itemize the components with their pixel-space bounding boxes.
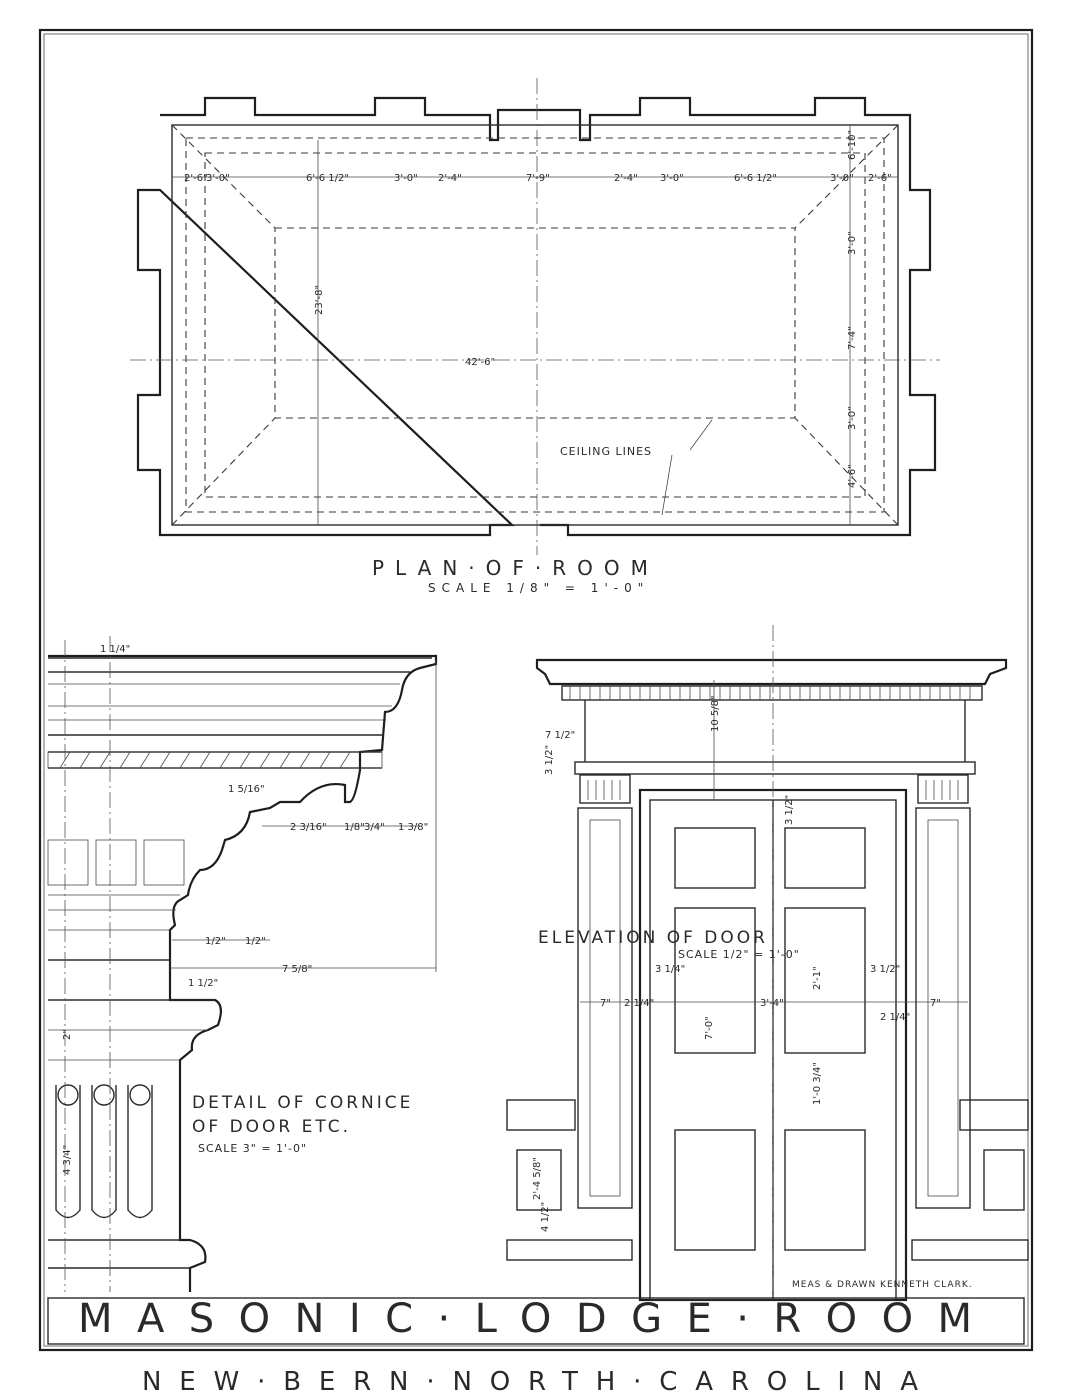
plan-dim-top-11: 2'-6"	[868, 173, 892, 184]
cornice-dim-5: 3/4"	[364, 822, 385, 833]
plan-dim-top-3: 6'-6 1/2"	[306, 173, 349, 184]
door-panel	[674, 827, 756, 889]
plan-dim-top-2: 3'-0"	[206, 173, 230, 184]
door-dim-12: 2 1/4"	[880, 1012, 910, 1023]
ceiling-lines-label: CEILING LINES	[560, 445, 652, 458]
plan-of-room: 2'-6" 3'-0" 6'-6 1/2" 3'-0" 2'-4" 7'-9" …	[130, 78, 940, 595]
ceiling-line-mid	[204, 152, 866, 498]
plan-dim-right-5: 6'-10"	[847, 130, 858, 160]
cornice-profile	[48, 654, 438, 1292]
door-dim-13: 7"	[930, 998, 941, 1009]
plan-dim-top-8: 3'-0"	[660, 173, 684, 184]
door-dim-1: 7 1/2"	[545, 730, 575, 741]
door-panel	[784, 907, 866, 1054]
cornice-dim-1: 1 1/4"	[100, 644, 130, 655]
door-panel	[674, 907, 756, 1054]
plan-dim-top-4: 3'-0"	[394, 173, 418, 184]
title-line2: NEW·BERN·NORTH·CAROLINA	[142, 1367, 932, 1397]
door-elevation: 7 1/2" 10 5/8" 3 1/2" 3 1/2" 3 1/4" 3 1/…	[506, 625, 1029, 1302]
plan-dim-top-10: 3'-0"	[830, 173, 854, 184]
cornice-dim-10: 1/2"	[245, 936, 266, 947]
cornice-dim-3: 2 3/16"	[290, 822, 327, 833]
door-dim-9: 7'-0"	[704, 1016, 715, 1040]
left-pilaster	[577, 807, 633, 1209]
cornice-dim-4: 1/8"	[344, 822, 365, 833]
door-panel	[674, 1129, 756, 1251]
door-dim-6: 3 1/2"	[870, 964, 900, 975]
door-dim-15: 2'-4 5/8"	[532, 1157, 543, 1200]
plan-dim-top-9: 6'-6 1/2"	[734, 173, 777, 184]
door-panel	[784, 1129, 866, 1251]
door-dim-8: 2 1/4"	[624, 998, 654, 1009]
door-dim-11: 2'-1"	[812, 966, 823, 990]
plan-dim-right-2: 7'-4"	[847, 326, 858, 350]
door-dim-2: 10 5/8"	[710, 695, 721, 732]
cornice-dim-6: 1 3/8"	[398, 822, 428, 833]
ceiling-line-outer	[185, 137, 885, 513]
door-dim-7: 7"	[600, 998, 611, 1009]
plan-inner-wall	[171, 124, 899, 526]
plan-dim-top-5: 2'-4"	[438, 173, 462, 184]
cornice-dim-8: 1 1/2"	[188, 978, 218, 989]
credit: MEAS & DRAWN KENNETH CLARK.	[792, 1280, 973, 1290]
plan-dim-right-1: 3'-0"	[847, 231, 858, 255]
door-dim-16: 4 1/2"	[540, 1202, 551, 1232]
door-dim-5: 3 1/4"	[655, 964, 685, 975]
cornice-dim-11: 4 3/4"	[62, 1145, 73, 1175]
ceiling-line-inner	[274, 227, 796, 419]
right-pilaster	[915, 807, 971, 1209]
cornice-title-line2: OF DOOR ETC.	[192, 1117, 351, 1137]
inner-border	[43, 33, 1029, 1347]
door-dim-14: 1'-0 3/4"	[812, 1062, 823, 1105]
plan-scale: SCALE 1/8" = 1'-0"	[428, 581, 649, 595]
cornice-dim-7: 7 5/8"	[282, 964, 312, 975]
door-dim-4: 3 1/2"	[784, 795, 795, 825]
plan-dim-width: 23'-8"	[314, 285, 325, 315]
cornice-dim-2: 1 5/16"	[228, 784, 265, 795]
door-title: ELEVATION OF DOOR	[538, 928, 768, 948]
cornice-title-line1: DETAIL OF CORNICE	[192, 1093, 413, 1113]
plan-dim-right-4: 4'-6"	[847, 464, 858, 488]
door-dim-3: 3 1/2"	[544, 745, 555, 775]
plan-dim-right-3: 3'-0"	[847, 406, 858, 430]
plan-dim-top-1: 2'-6"	[184, 173, 208, 184]
cornice-scale: SCALE 3" = 1'-0"	[198, 1142, 307, 1155]
plan-dim-top-6: 7'-9"	[526, 173, 550, 184]
title-line1: MASONIC·LODGE·ROOM	[78, 1296, 998, 1342]
plan-outer-wall	[136, 96, 937, 537]
title-block	[47, 1297, 1025, 1345]
door-scale: SCALE 1/2" = 1'-0"	[678, 948, 800, 961]
outer-border	[38, 28, 1034, 1352]
cornice-detail: 1 1/4" 1 5/16" 2 3/16" 1/8" 3/4" 1 3/8" …	[47, 636, 438, 1292]
cornice-dim-9: 1/2"	[205, 936, 226, 947]
cornice-dim-12: 2"	[62, 1029, 73, 1040]
door-panel	[784, 827, 866, 889]
plan-dim-top-7: 2'-4"	[614, 173, 638, 184]
door-dim-10: 3'-4"	[760, 998, 784, 1009]
plan-dim-length: 42'-6"	[465, 357, 495, 368]
plan-title: PLAN·OF·ROOM	[372, 556, 659, 580]
